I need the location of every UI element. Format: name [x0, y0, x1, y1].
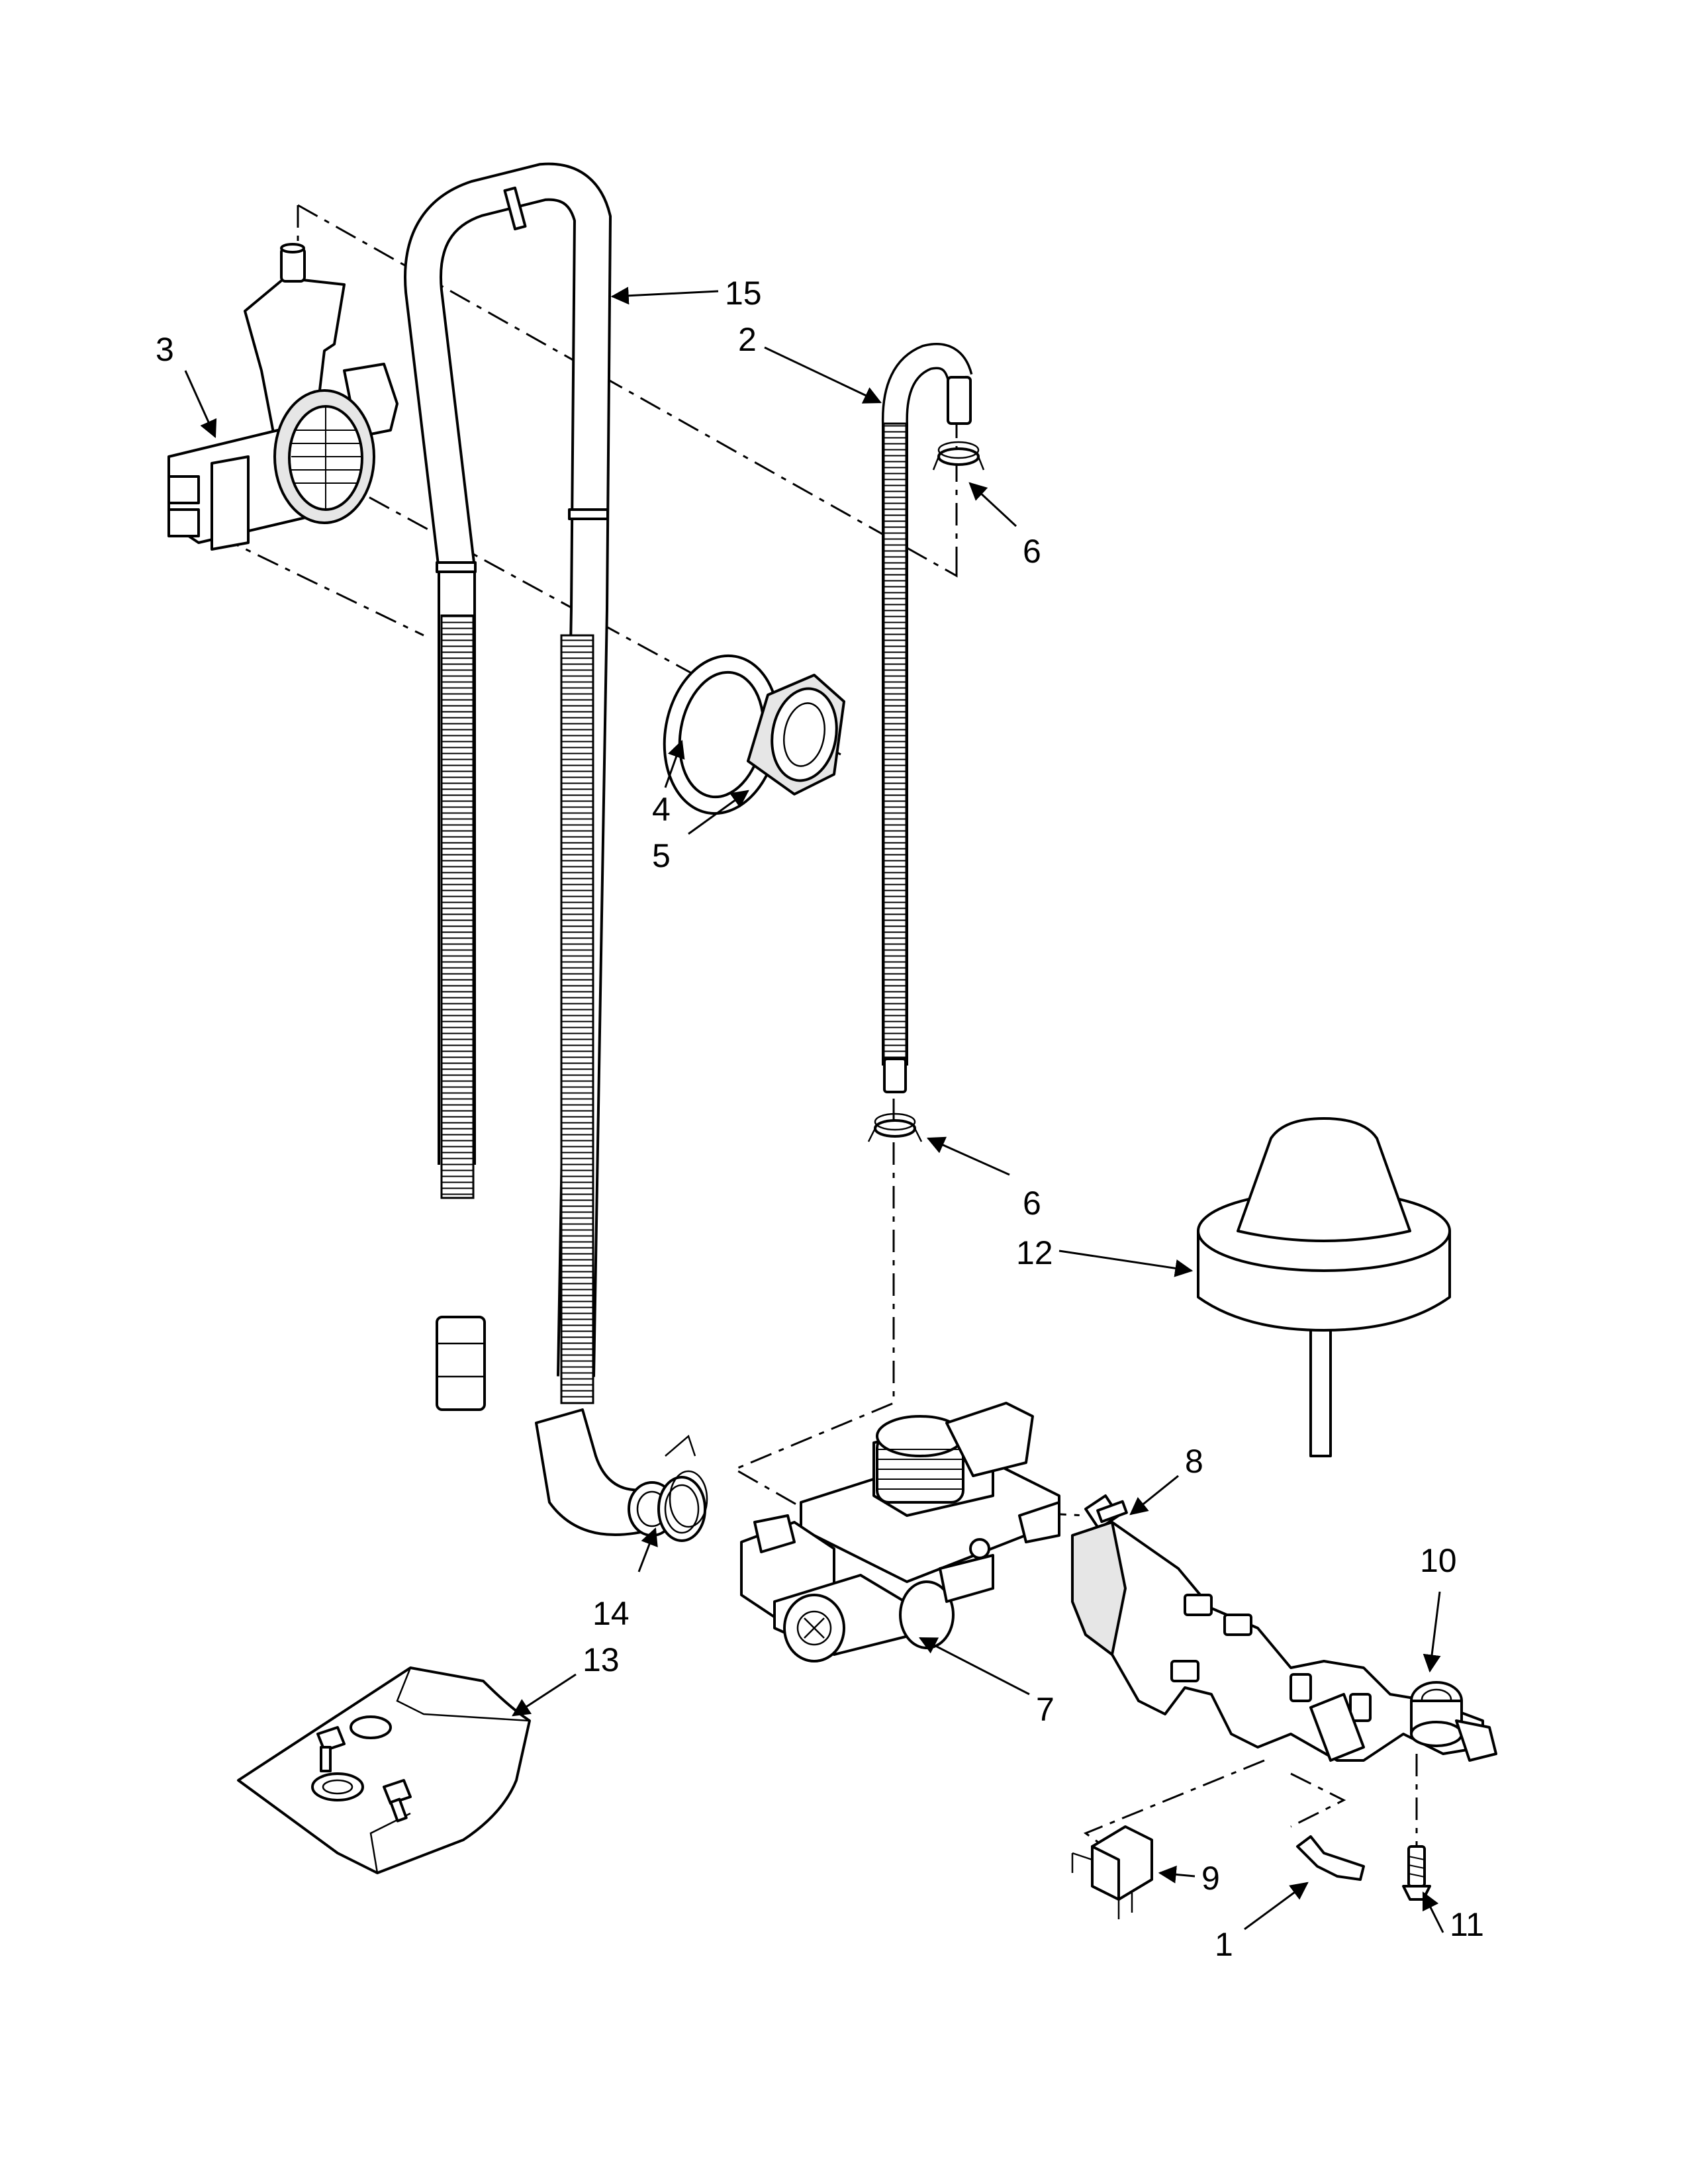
nut-part-5 [747, 674, 845, 796]
callout-6-bottom: 6 [1023, 1185, 1041, 1222]
callout-labels: 15 2 3 6 4 5 6 12 8 10 14 13 7 9 1 11 [156, 275, 1484, 1963]
vent-housing-part-3 [167, 243, 399, 551]
lever-part-1 [1296, 1835, 1365, 1881]
callout-13: 13 [583, 1641, 620, 1678]
callout-8: 8 [1185, 1443, 1203, 1480]
callout-12: 12 [1016, 1234, 1053, 1271]
washer-part-4 [663, 654, 780, 815]
callout-leaders [184, 287, 1444, 1933]
drain-hose-part-15 [404, 162, 677, 1537]
callout-4: 4 [652, 791, 671, 828]
inlet-hose-part-2 [881, 343, 973, 1093]
callout-14: 14 [592, 1595, 630, 1632]
callout-6-top: 6 [1023, 533, 1041, 570]
callout-7: 7 [1036, 1691, 1055, 1728]
callout-11: 11 [1450, 1906, 1484, 1943]
callout-2: 2 [738, 321, 757, 358]
clamp-part-6-top [932, 441, 985, 471]
callout-5: 5 [652, 837, 671, 874]
switch-part-9 [1071, 1825, 1153, 1919]
fill-valve-part-7 [740, 1402, 1060, 1662]
clamp-part-6-bottom [867, 1113, 923, 1142]
callout-1: 1 [1215, 1926, 1233, 1963]
screw-part-11 [1402, 1845, 1431, 1901]
screw-part-8 [1084, 1494, 1128, 1530]
callout-15: 15 [725, 275, 762, 312]
float-part-12 [1197, 1117, 1451, 1457]
callout-9: 9 [1201, 1860, 1220, 1897]
bracket-part-10 [1071, 1521, 1497, 1762]
callout-3: 3 [156, 331, 174, 368]
clamp-part-14 [657, 1434, 708, 1542]
parts-bag-part-13 [237, 1666, 531, 1874]
callout-10: 10 [1420, 1542, 1457, 1579]
